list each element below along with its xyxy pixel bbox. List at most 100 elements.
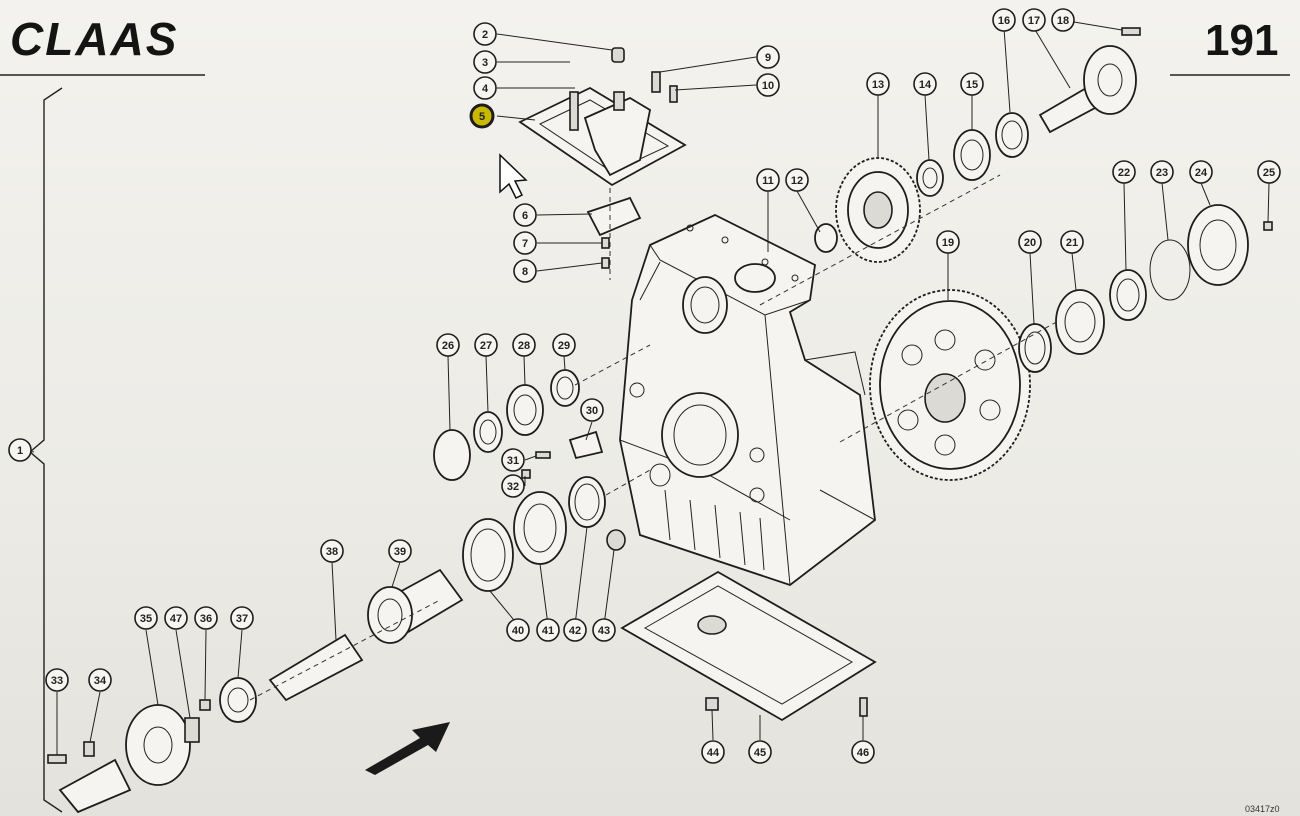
- callout-10[interactable]: 10: [756, 73, 780, 97]
- callout-16[interactable]: 16: [992, 8, 1016, 32]
- callout-36[interactable]: 36: [194, 606, 218, 630]
- callout-circle: [701, 740, 725, 764]
- callout-circle: [592, 618, 616, 642]
- callout-41[interactable]: 41: [536, 618, 560, 642]
- callout-43[interactable]: 43: [592, 618, 616, 642]
- callout-31[interactable]: 31: [501, 448, 525, 472]
- callout-7[interactable]: 7: [513, 231, 537, 255]
- callout-circle: [230, 606, 254, 630]
- callout-46[interactable]: 46: [851, 740, 875, 764]
- drawing-reference-code: 03417z0: [1245, 804, 1280, 814]
- callout-26[interactable]: 26: [436, 333, 460, 357]
- callout-33[interactable]: 33: [45, 668, 69, 692]
- callout-number: 17: [1028, 15, 1040, 27]
- callout-circle: [1112, 160, 1136, 184]
- callout-5[interactable]: 5: [469, 103, 495, 129]
- callout-circle: [756, 168, 780, 192]
- callout-number: 45: [754, 747, 766, 759]
- top-cover-assembly: [518, 47, 687, 269]
- callout-40[interactable]: 40: [506, 618, 530, 642]
- callout-number: 26: [442, 340, 454, 352]
- callout-number: 20: [1024, 237, 1036, 249]
- callout-circle: [474, 333, 498, 357]
- callout-17[interactable]: 17: [1022, 8, 1046, 32]
- callout-8[interactable]: 8: [513, 259, 537, 283]
- callout-circle: [748, 740, 772, 764]
- callout-23[interactable]: 23: [1150, 160, 1174, 184]
- callout-circle: [1022, 8, 1046, 32]
- callout-circle: [992, 8, 1016, 32]
- callout-47[interactable]: 47: [164, 606, 188, 630]
- callout-14[interactable]: 14: [913, 72, 937, 96]
- callout-2[interactable]: 2: [473, 22, 497, 46]
- callout-44[interactable]: 44: [701, 740, 725, 764]
- callout-32[interactable]: 32: [501, 474, 525, 498]
- brand-logo: CLAAS: [10, 13, 178, 65]
- direction-arrow-icon: [365, 722, 450, 775]
- callout-number: 31: [507, 455, 519, 467]
- callout-circle: [756, 73, 780, 97]
- callout-number: 2: [482, 29, 488, 41]
- callout-22[interactable]: 22: [1112, 160, 1136, 184]
- callout-12[interactable]: 12: [785, 168, 809, 192]
- callout-9[interactable]: 9: [756, 45, 780, 69]
- callout-number: 33: [51, 675, 63, 687]
- callout-20[interactable]: 20: [1018, 230, 1042, 254]
- mouse-pointer-icon: [499, 153, 528, 200]
- callout-25[interactable]: 25: [1257, 160, 1281, 184]
- oil-pan: [620, 570, 877, 722]
- callout-number: 1: [17, 445, 23, 457]
- callout-number: 35: [140, 613, 152, 625]
- callout-4[interactable]: 4: [473, 76, 497, 100]
- callout-24[interactable]: 24: [1189, 160, 1213, 184]
- callout-18[interactable]: 18: [1051, 8, 1075, 32]
- callout-number: 36: [200, 613, 212, 625]
- callout-number: 5: [479, 111, 485, 123]
- callout-3[interactable]: 3: [473, 50, 497, 74]
- callout-21[interactable]: 21: [1060, 230, 1084, 254]
- callout-28[interactable]: 28: [512, 333, 536, 357]
- callout-number: 22: [1118, 167, 1130, 179]
- callout-circle: [506, 618, 530, 642]
- callout-number: 4: [482, 83, 489, 95]
- callout-circle: [513, 231, 537, 255]
- callout-30[interactable]: 30: [580, 398, 604, 422]
- callout-45[interactable]: 45: [748, 740, 772, 764]
- main-gear-assembly: [869, 204, 1273, 481]
- callout-number: 11: [762, 175, 774, 187]
- callout-circle: [194, 606, 218, 630]
- callout-number: 25: [1263, 167, 1275, 179]
- callout-number: 46: [857, 747, 869, 759]
- callout-39[interactable]: 39: [388, 539, 412, 563]
- callout-circle: [960, 72, 984, 96]
- callout-circle: [1189, 160, 1213, 184]
- callout-number: 24: [1195, 167, 1208, 179]
- callout-number: 41: [542, 625, 554, 637]
- callout-13[interactable]: 13: [866, 72, 890, 96]
- callout-circle: [501, 474, 525, 498]
- side-shaft-parts: [433, 369, 604, 481]
- callout-27[interactable]: 27: [474, 333, 498, 357]
- callout-35[interactable]: 35: [134, 606, 158, 630]
- callout-42[interactable]: 42: [563, 618, 587, 642]
- callout-number: 29: [558, 340, 570, 352]
- callout-38[interactable]: 38: [320, 539, 344, 563]
- callout-number: 44: [707, 747, 720, 759]
- callout-number: 23: [1156, 167, 1168, 179]
- callout-number: 32: [507, 481, 519, 493]
- callout-29[interactable]: 29: [552, 333, 576, 357]
- callout-15[interactable]: 15: [960, 72, 984, 96]
- callout-19[interactable]: 19: [936, 230, 960, 254]
- callout-37[interactable]: 37: [230, 606, 254, 630]
- callout-circle: [1150, 160, 1174, 184]
- callout-number: 14: [919, 79, 932, 91]
- callout-6[interactable]: 6: [513, 203, 537, 227]
- callout-circle: [936, 230, 960, 254]
- callout-circle: [134, 606, 158, 630]
- callout-number: 16: [998, 15, 1010, 27]
- callout-11[interactable]: 11: [756, 168, 780, 192]
- callout-number: 42: [569, 625, 581, 637]
- callout-34[interactable]: 34: [88, 668, 112, 692]
- callout-1[interactable]: 1: [8, 438, 32, 462]
